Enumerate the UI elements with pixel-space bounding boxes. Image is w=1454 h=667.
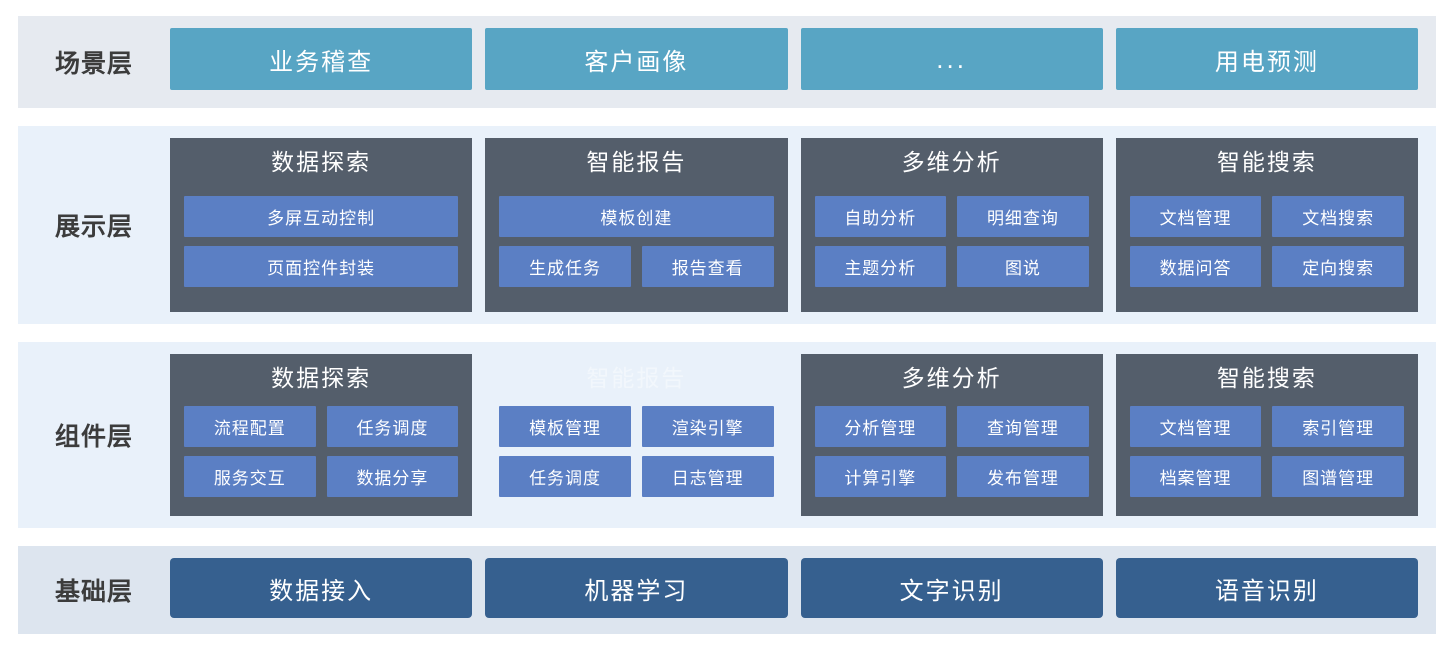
scene-item-power-forecast[interactable]: 用电预测 <box>1115 28 1418 90</box>
layer-band-component: 组件层 数据探索 流程配置 任务调度 服务交互 数据分享 智能报告 <box>18 342 1436 528</box>
chip-row: 任务调度 日志管理 <box>499 455 774 497</box>
chip-render-engine[interactable]: 渲染引擎 <box>641 405 774 447</box>
presentation-card-smart-report[interactable]: 智能报告 模板创建 生成任务 报告查看 <box>485 138 788 312</box>
chip-template-management[interactable]: 模板管理 <box>499 405 631 447</box>
presentation-card-multidim-analysis[interactable]: 多维分析 自助分析 明细查询 主题分析 图说 <box>800 138 1103 312</box>
base-item-machine-learning[interactable]: 机器学习 <box>485 558 788 618</box>
chip-row: 文档管理 文档搜索 <box>1129 195 1404 237</box>
chip-doc-management[interactable]: 文档管理 <box>1129 405 1262 447</box>
chip-grid: 分析管理 查询管理 计算引擎 发布管理 <box>814 401 1089 502</box>
component-card-multidim-analysis[interactable]: 多维分析 分析管理 查询管理 计算引擎 发布管理 <box>800 354 1103 516</box>
chip-row: 页面控件封装 <box>184 245 459 287</box>
card-title: 智能搜索 <box>1216 365 1317 391</box>
chip-topic-analysis[interactable]: 主题分析 <box>814 245 947 287</box>
chip-generate-task[interactable]: 生成任务 <box>499 245 631 287</box>
chip-row: 分析管理 查询管理 <box>814 405 1089 447</box>
component-card-data-exploration[interactable]: 数据探索 流程配置 任务调度 服务交互 数据分享 <box>170 354 473 516</box>
component-card-smart-search[interactable]: 智能搜索 文档管理 索引管理 档案管理 图谱管理 <box>1115 354 1418 516</box>
chip-archive-management[interactable]: 档案管理 <box>1129 455 1262 497</box>
base-item-speech-recognition[interactable]: 语音识别 <box>1115 558 1418 618</box>
chip-chart-narrative[interactable]: 图说 <box>957 245 1089 287</box>
card-title: 多维分析 <box>901 149 1002 175</box>
chip-detail-query[interactable]: 明细查询 <box>957 195 1089 237</box>
chip-compute-engine[interactable]: 计算引擎 <box>814 455 947 497</box>
chip-targeted-search[interactable]: 定向搜索 <box>1272 245 1404 287</box>
layer-items-scene: 业务稽查 客户画像 ... 用电预测 <box>170 16 1436 108</box>
chip-row: 模板创建 <box>499 195 774 237</box>
chip-row: 服务交互 数据分享 <box>184 455 459 497</box>
scene-item-business-audit[interactable]: 业务稽查 <box>170 28 473 90</box>
chip-row: 生成任务 报告查看 <box>499 245 774 287</box>
chip-grid: 自助分析 明细查询 主题分析 图说 <box>814 185 1089 298</box>
card-title: 多维分析 <box>901 365 1002 391</box>
layer-band-scene: 场景层 业务稽查 客户画像 ... 用电预测 <box>18 16 1436 108</box>
layer-label-presentation: 展示层 <box>54 213 133 241</box>
chip-task-schedule[interactable]: 任务调度 <box>326 405 459 447</box>
chip-page-widget-package[interactable]: 页面控件封装 <box>184 245 459 287</box>
layer-items-base: 数据接入 机器学习 文字识别 语音识别 <box>170 546 1436 634</box>
chip-row: 主题分析 图说 <box>814 245 1089 287</box>
chip-row: 模板管理 渲染引擎 <box>499 405 774 447</box>
chip-row: 多屏互动控制 <box>184 195 459 237</box>
chip-row: 计算引擎 发布管理 <box>814 455 1089 497</box>
band-divider <box>18 324 1436 342</box>
layer-label-scene: 场景层 <box>54 50 133 78</box>
chip-flow-config[interactable]: 流程配置 <box>184 405 316 447</box>
chip-grid: 多屏互动控制 页面控件封装 <box>184 185 459 298</box>
layer-label-base: 基础层 <box>54 578 133 606</box>
chip-grid: 文档管理 文档搜索 数据问答 定向搜索 <box>1129 185 1404 298</box>
chip-doc-management[interactable]: 文档管理 <box>1129 195 1262 237</box>
chip-index-management[interactable]: 索引管理 <box>1272 405 1404 447</box>
chip-doc-search[interactable]: 文档搜索 <box>1272 195 1404 237</box>
chip-service-interaction[interactable]: 服务交互 <box>184 455 316 497</box>
chip-row: 自助分析 明细查询 <box>814 195 1089 237</box>
presentation-card-data-exploration[interactable]: 数据探索 多屏互动控制 页面控件封装 <box>170 138 473 312</box>
chip-graph-management[interactable]: 图谱管理 <box>1272 455 1404 497</box>
component-card-smart-report[interactable]: 智能报告 模板管理 渲染引擎 任务调度 日志管理 <box>485 354 787 516</box>
scene-item-customer-profile[interactable]: 客户画像 <box>485 28 788 90</box>
layer-label-component: 组件层 <box>54 423 133 451</box>
chip-grid: 文档管理 索引管理 档案管理 图谱管理 <box>1129 401 1404 502</box>
chip-template-create[interactable]: 模板创建 <box>499 195 774 237</box>
layer-items-component: 数据探索 流程配置 任务调度 服务交互 数据分享 智能报告 模板管理 <box>170 342 1436 528</box>
layer-band-presentation: 展示层 数据探索 多屏互动控制 页面控件封装 智能报告 模板创建 <box>18 126 1436 324</box>
layer-band-base: 基础层 数据接入 机器学习 文字识别 语音识别 <box>18 546 1436 634</box>
chip-self-service-analysis[interactable]: 自助分析 <box>814 195 947 237</box>
card-title: 数据探索 <box>271 365 372 391</box>
base-item-data-ingest[interactable]: 数据接入 <box>170 558 473 618</box>
chip-data-sharing[interactable]: 数据分享 <box>326 455 459 497</box>
chip-publish-management[interactable]: 发布管理 <box>957 455 1089 497</box>
chip-row: 流程配置 任务调度 <box>184 405 459 447</box>
band-divider <box>18 108 1436 126</box>
presentation-card-smart-search[interactable]: 智能搜索 文档管理 文档搜索 数据问答 定向搜索 <box>1115 138 1418 312</box>
chip-row: 档案管理 图谱管理 <box>1129 455 1404 497</box>
chip-grid: 模板创建 生成任务 报告查看 <box>499 185 774 298</box>
chip-log-management[interactable]: 日志管理 <box>641 455 774 497</box>
scene-item-more[interactable]: ... <box>800 28 1103 90</box>
card-title: 数据探索 <box>271 149 372 175</box>
card-title: 智能报告 <box>586 149 687 175</box>
chip-multi-screen-control[interactable]: 多屏互动控制 <box>184 195 459 237</box>
chip-query-management[interactable]: 查询管理 <box>957 405 1089 447</box>
chip-analysis-management[interactable]: 分析管理 <box>814 405 947 447</box>
layer-items-presentation: 数据探索 多屏互动控制 页面控件封装 智能报告 模板创建 <box>170 126 1436 324</box>
chip-row: 数据问答 定向搜索 <box>1129 245 1404 287</box>
chip-row: 文档管理 索引管理 <box>1129 405 1404 447</box>
chip-task-schedule[interactable]: 任务调度 <box>499 455 631 497</box>
card-title: 智能搜索 <box>1216 149 1317 175</box>
chip-grid: 流程配置 任务调度 服务交互 数据分享 <box>184 401 459 502</box>
chip-report-view[interactable]: 报告查看 <box>641 245 774 287</box>
card-title: 智能报告 <box>586 365 687 391</box>
band-divider <box>18 528 1436 546</box>
chip-grid: 模板管理 渲染引擎 任务调度 日志管理 <box>499 401 774 502</box>
chip-data-qa[interactable]: 数据问答 <box>1129 245 1262 287</box>
base-item-ocr[interactable]: 文字识别 <box>800 558 1103 618</box>
